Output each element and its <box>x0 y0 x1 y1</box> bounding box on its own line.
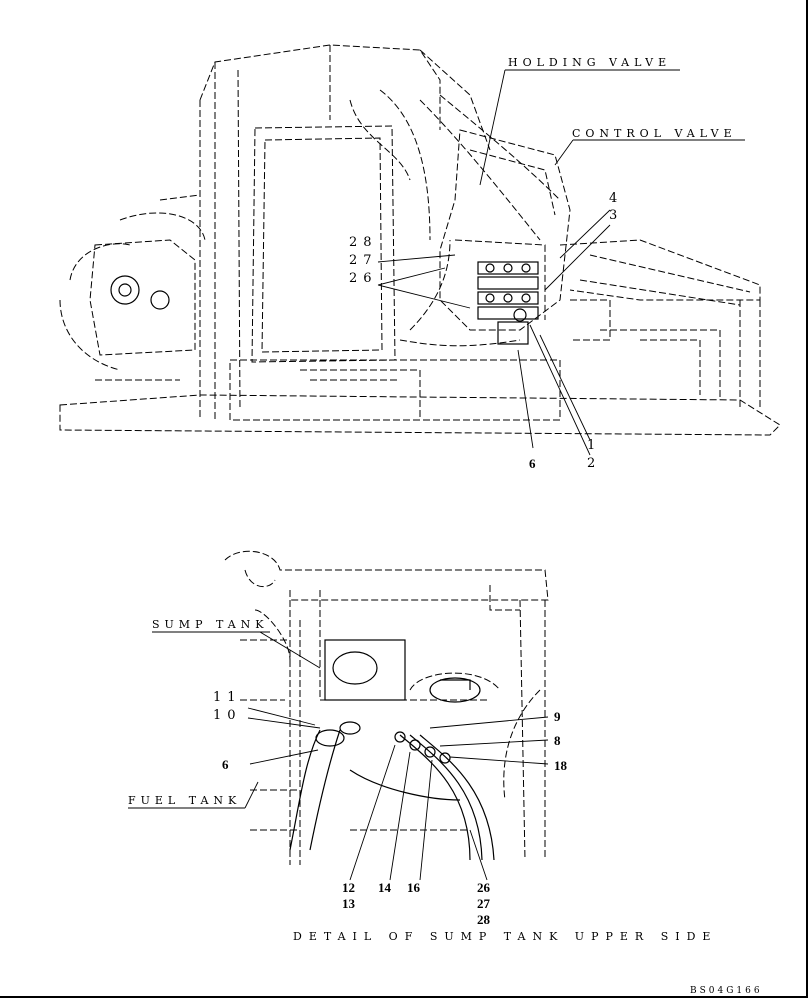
callout-4: 4 <box>609 191 618 206</box>
callout-26-detail: 26 <box>477 880 490 895</box>
fuel-tank-label: FUEL TANK <box>128 794 242 807</box>
valve-stack-drawing <box>110 261 539 345</box>
callout-16: 16 <box>407 880 420 895</box>
callout-9: 9 <box>554 709 561 724</box>
callout-13: 13 <box>342 896 355 911</box>
callout-27-detail: 27 <box>477 896 490 911</box>
holding-valve-label: HOLDING VALVE <box>508 56 672 69</box>
callout-8: 8 <box>554 733 561 748</box>
callout-18: 18 <box>554 758 567 773</box>
drawing-code: BS04G166 <box>690 986 763 996</box>
callout-1: 1 <box>587 438 596 453</box>
control-valve-label: CONTROL VALVE <box>572 127 737 140</box>
callout-6-top: 6 <box>529 456 536 471</box>
sump-tank-solid <box>289 639 495 861</box>
callout-26: 26 <box>349 271 378 286</box>
callout-12: 12 <box>342 880 355 895</box>
sump-tank-label: SUMP TANK <box>152 618 269 631</box>
sump-tank-drawing <box>224 550 549 865</box>
callout-3: 3 <box>609 208 618 223</box>
detail-caption: DETAIL OF SUMP TANK UPPER SIDE <box>293 930 718 943</box>
callout-28: 28 <box>349 235 378 250</box>
callout-28-detail: 28 <box>477 912 490 927</box>
callout-6-detail: 6 <box>222 757 229 772</box>
callout-27: 27 <box>349 253 378 268</box>
detail-leaders <box>128 631 549 881</box>
callout-11: 11 <box>213 690 242 705</box>
callout-14: 14 <box>378 880 391 895</box>
callout-10: 10 <box>213 708 242 723</box>
top-leaders <box>377 69 745 456</box>
callout-2: 2 <box>587 456 596 471</box>
upper-frame-drawing <box>59 44 781 436</box>
